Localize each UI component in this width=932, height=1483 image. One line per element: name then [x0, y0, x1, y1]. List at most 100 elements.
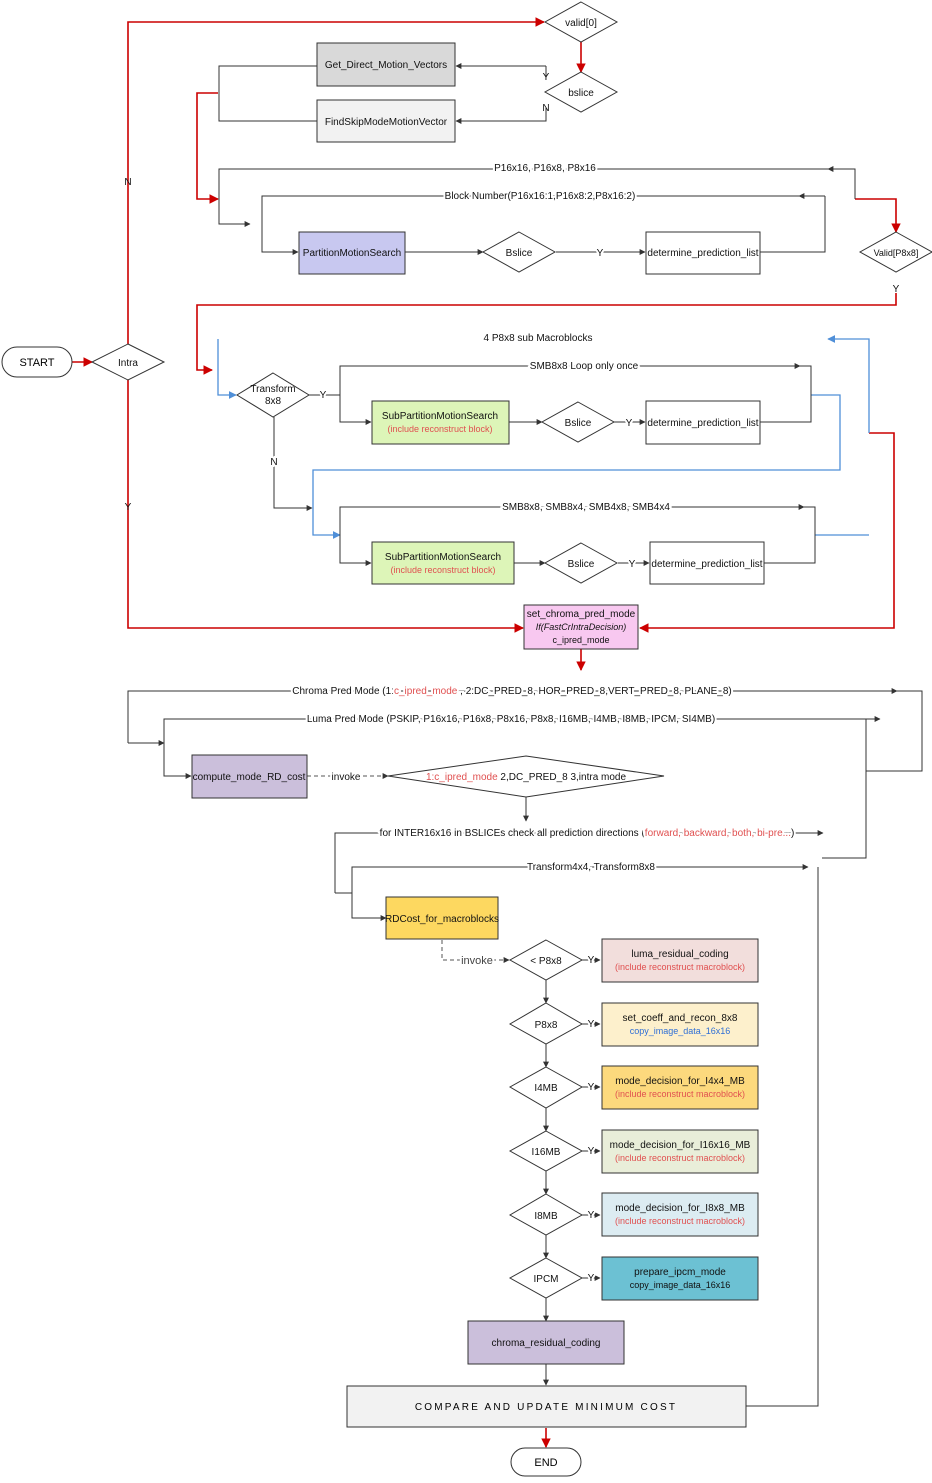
loop-smb-once-label: SMB8x8 Loop only once	[530, 361, 639, 372]
transform8-y-label: Y	[320, 390, 327, 401]
start-terminal: START	[1, 346, 73, 378]
invoke-mode-pre: 1:	[426, 772, 434, 783]
bslice-top-y-label: Y	[543, 72, 550, 83]
chroma-residual-box: chroma_residual_coding	[467, 1320, 625, 1365]
loop-inter-post: )	[791, 828, 794, 839]
transform8-label-2: 8x8	[265, 396, 282, 407]
end-terminal: END	[510, 1447, 582, 1477]
chroma-set-box: set_chroma_pred_mode If(FastCrIntraDecis…	[523, 604, 639, 650]
decision-box	[601, 1256, 759, 1301]
compute-rd-label: compute_mode_RD_cost	[193, 772, 306, 783]
loop-inter-pre: for INTER16x16 in BSLICEs check all pred…	[380, 828, 646, 839]
decision-box	[601, 1192, 759, 1237]
decision-y-label: Y	[588, 1146, 595, 1157]
blue-flow-lines	[217, 335, 870, 539]
sub-search-note-1: (include reconstruct block)	[387, 424, 492, 434]
loop-chroma-red: c_ipred_mode	[394, 686, 458, 697]
loop-chroma-pre: Chroma Pred Mode (1:	[292, 686, 394, 697]
sub-search-box-2: SubPartitionMotionSearch (include recons…	[371, 541, 515, 585]
transform8-n-label: N	[270, 457, 277, 468]
valid0-decision: valid[0]	[543, 1, 619, 43]
invoke-mode-post: 2,DC_PRED_8 3,intra mode	[498, 772, 627, 783]
partition-search-label: PartitionMotionSearch	[303, 248, 401, 259]
loop-4p8-label: 4 P8x8 sub Macroblocks	[484, 333, 593, 344]
rdcost-box: RDCost_for_macroblocks	[385, 896, 499, 940]
decision-y-label: Y	[588, 1019, 595, 1030]
bslice-sub2-label: Bslice	[568, 559, 595, 570]
black-flow-lines	[127, 63, 923, 1407]
bslice-sub1-label: Bslice	[565, 418, 592, 429]
intra-n-label: N	[124, 177, 131, 188]
rdcost-label: RDCost_for_macroblocks	[385, 914, 499, 925]
decision-y-label: Y	[588, 1273, 595, 1284]
det-pred-box-2: determine_prediction_list	[645, 400, 761, 445]
start-label: START	[19, 357, 54, 369]
bslice-sub2-y-label: Y	[629, 559, 636, 570]
valid-p8-label: Valid[P8x8]	[874, 248, 919, 258]
det-pred-label-2: determine_prediction_list	[647, 418, 758, 429]
intra-decision: Intra	[90, 343, 166, 381]
end-label: END	[534, 1457, 557, 1469]
loop-inter-red: forward, backward, both, bi-pre...	[645, 828, 791, 839]
loop-chroma-label: Chroma Pred Mode (1:c_ipred_mode , 2:DC_…	[292, 686, 731, 697]
bslice-sub1-y-label: Y	[626, 418, 633, 429]
decision-box-note: (include reconstruct macroblock)	[615, 1216, 745, 1226]
chroma-set-mode: c_ipred_mode	[552, 635, 609, 645]
decision-row: P8x8 Y set_coeff_and_recon_8x8 copy_imag…	[508, 1002, 759, 1047]
det-pred-box-3: determine_prediction_list	[649, 541, 765, 585]
decision-row: I16MB Y mode_decision_for_I16x16_MB (inc…	[508, 1129, 759, 1174]
decision-rows: < P8x8 Y luma_residual_coding (include r…	[508, 938, 759, 1301]
decision-row: IPCM Y prepare_ipcm_mode copy_image_data…	[508, 1256, 759, 1301]
decision-box-label: mode_decision_for_I4x4_MB	[615, 1076, 745, 1087]
intra-label: Intra	[118, 358, 138, 369]
get-direct-box: Get_Direct_Motion_Vectors	[316, 42, 456, 87]
decision-box-note: copy_image_data_16x16	[630, 1026, 731, 1036]
compare-box: COMPARE AND UPDATE MINIMUM COST	[346, 1385, 747, 1428]
decision-box-note: (include reconstruct macroblock)	[615, 962, 745, 972]
decision-box-note: (include reconstruct macroblock)	[615, 1089, 745, 1099]
decision-box	[601, 1065, 759, 1110]
decision-box	[601, 1129, 759, 1174]
compute-rd-box: compute_mode_RD_cost	[191, 754, 308, 799]
loop-smb-all-label: SMB8x8, SMB8x4, SMB4x8, SMB4x4	[502, 502, 670, 513]
chroma-set-label: set_chroma_pred_mode	[527, 609, 636, 620]
partition-search-box: PartitionMotionSearch	[298, 231, 406, 275]
sub-search-note-2: (include reconstruct block)	[390, 565, 495, 575]
decision-row: I8MB Y mode_decision_for_I8x8_MB (includ…	[508, 1192, 759, 1237]
loop-luma-label: Luma Pred Mode (PSKIP, P16x16, P16x8, P8…	[307, 714, 715, 725]
loop-inter-label: for INTER16x16 in BSLICEs check all pred…	[380, 828, 795, 839]
loop-chroma-post: , 2:DC_PRED_8, HOR_PRED_8,VERT_PRED_8, P…	[457, 686, 731, 697]
sub-search-label-2: SubPartitionMotionSearch	[385, 552, 501, 563]
decision-box	[601, 938, 759, 983]
get-direct-label: Get_Direct_Motion_Vectors	[325, 60, 447, 71]
decision-label: I8MB	[534, 1211, 558, 1222]
valid-p8-decision: Valid[P8x8]	[858, 231, 932, 273]
loop-transform-label: Transform4x4, Transform8x8	[527, 862, 655, 873]
sub-search-label-1: SubPartitionMotionSearch	[382, 411, 498, 422]
valid-p8-y-label: Y	[893, 284, 900, 295]
bslice-sub2-decision: Bslice	[543, 542, 619, 584]
invoke-label-2: invoke	[461, 955, 493, 967]
det-pred-label-3: determine_prediction_list	[651, 559, 762, 570]
decision-box-note: copy_image_data_16x16	[630, 1280, 731, 1290]
loop-block-label: Block Number(P16x16:1,P16x8:2,P8x16:2)	[445, 191, 636, 202]
bslice-top-n-label: N	[542, 103, 549, 114]
chroma-residual-label: chroma_residual_coding	[492, 1338, 601, 1349]
bslice-mid-y-label: Y	[597, 248, 604, 259]
sub-search-box-1: SubPartitionMotionSearch (include recons…	[371, 400, 510, 445]
bslice-sub1-decision: Bslice	[540, 401, 616, 443]
decision-y-label: Y	[588, 955, 595, 966]
decision-y-label: Y	[588, 1210, 595, 1221]
decision-label: P8x8	[535, 1020, 558, 1031]
bslice-top-decision: bslice	[543, 71, 619, 113]
invoke-label-1: invoke	[332, 772, 361, 783]
det-pred-box-1: determine_prediction_list	[645, 231, 761, 275]
decision-label: IPCM	[534, 1274, 559, 1285]
intra-y-label: Y	[125, 502, 132, 513]
bslice-top-label: bslice	[568, 88, 594, 99]
decision-label: I4MB	[534, 1083, 558, 1094]
chroma-set-condition: If(FastCrIntraDecision)	[536, 622, 627, 632]
red-flow-lines	[72, 17, 901, 1448]
decision-label: < P8x8	[530, 956, 562, 967]
